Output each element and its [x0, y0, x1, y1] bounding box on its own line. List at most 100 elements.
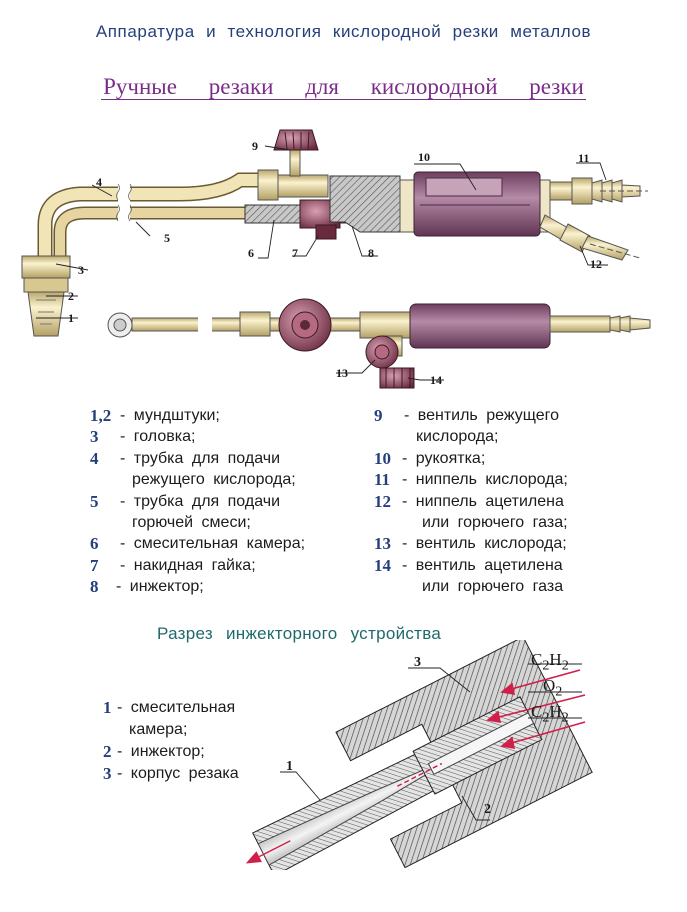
legend-num: 6 — [90, 534, 99, 554]
legend-item: 3 - корпус резака — [103, 763, 239, 785]
section-label-2: 2 — [484, 802, 491, 817]
callout-12: 12 — [590, 257, 602, 271]
legend-num — [90, 512, 132, 533]
gas-label-acetylene-bottom: C2H2 — [531, 702, 569, 726]
mixture-tube-5 — [53, 206, 245, 262]
legend-item: 9 - вентиль режущего — [374, 405, 568, 426]
oxygen-valve-9 — [257, 129, 329, 201]
legend-text: - мундштуки; — [120, 407, 220, 424]
oxygen-nipple-11 — [549, 177, 648, 205]
callout-2: 2 — [68, 289, 74, 303]
legend-text: - головка; — [120, 428, 196, 446]
legend-num: 10 — [374, 448, 391, 468]
legend-num — [374, 512, 422, 533]
section-label-3: 3 — [414, 655, 421, 670]
legend-item: 10 - рукоятка; — [374, 448, 568, 469]
legend-text: - смесительная камера; — [120, 535, 306, 553]
legend-text: или горючего газа; — [422, 514, 568, 532]
injector-section-diagram: 3 1 2 — [245, 640, 593, 870]
legend-num: 12 — [374, 491, 391, 511]
acetylene-nipple-12 — [539, 214, 641, 261]
legend-num: 5 — [90, 491, 99, 511]
gas-arrows — [486, 669, 586, 749]
legend-item: или горючего газа; — [374, 512, 568, 533]
legend-text: - смесительная — [117, 699, 236, 716]
callout-13: 13 — [336, 366, 348, 380]
legend-text: - вентиль режущего — [404, 407, 559, 424]
legend-item: 14 - вентиль ацетилена — [374, 555, 568, 576]
legend-num: 7 — [90, 555, 99, 575]
oxygen-tube-4 — [37, 172, 265, 260]
legend-text: - инжектор; — [116, 578, 204, 596]
legend-text: - вентиль ацетилена — [402, 556, 563, 574]
legend-text: - ниппель кислорода; — [402, 471, 568, 489]
legend-text: - ниппель ацетилена — [402, 492, 564, 510]
subtitle-text: Ручные резаки для кислородной резки — [101, 74, 586, 100]
legend-item: горючей смеси; — [90, 512, 305, 533]
legend-num: 8 — [90, 577, 99, 597]
page-header: Аппаратура и технология кислородной резк… — [95, 22, 592, 41]
acetylene-valve-14 — [379, 367, 415, 389]
legend-num: 9 — [374, 406, 383, 425]
legend-item: режущего кислорода; — [90, 469, 305, 490]
legend-num: 2 — [103, 742, 112, 761]
legend-num: 1,2 — [90, 406, 112, 425]
callout-1: 1 — [68, 311, 74, 325]
gas-label-acetylene-top: C2H2 — [531, 650, 569, 674]
legend-item: 2 - инжектор; — [103, 741, 239, 763]
injector-8 — [329, 175, 401, 233]
section-label-1: 1 — [286, 759, 293, 774]
legend-num: 4 — [90, 448, 99, 468]
legend-item: 6 - смесительная камера; — [90, 533, 305, 554]
callout-3: 3 — [78, 263, 84, 277]
legend-num — [103, 719, 129, 741]
legend-item: камера; — [103, 719, 239, 741]
legend-item: 3 - головка; — [90, 426, 305, 447]
callout-6: 6 — [248, 246, 254, 260]
legend-num — [374, 576, 422, 597]
legend-item: 8 - инжектор; — [90, 576, 305, 597]
gas-label-oxygen: O2 — [543, 676, 563, 700]
legend-item: кислорода; — [374, 426, 568, 447]
section-title: Разрез инжекторного устройства — [157, 624, 442, 643]
legend-num: 3 — [90, 427, 99, 447]
legend-item: 1 - смесительная — [103, 697, 239, 719]
legend-text: - корпус резака — [117, 765, 239, 782]
legend-right: 9 - вентиль режущего кислорода; 10 - рукоя… — [374, 405, 568, 598]
legend-item: 7 - накидная гайка; — [90, 555, 305, 576]
page-subtitle: Ручные резаки для кислородной резки — [0, 74, 687, 100]
legend-num — [374, 426, 416, 447]
callout-9: 9 — [252, 139, 258, 153]
second-torch — [107, 303, 651, 357]
section-legend: 1 - смесительная камера; 2 - инжектор; 3 - … — [103, 697, 239, 785]
legend-num — [90, 469, 132, 490]
legend-text: - трубка для подачи — [120, 492, 281, 510]
legend-item: или горючего газа — [374, 576, 568, 597]
legend-text: - вентиль кислорода; — [402, 535, 567, 553]
callout-8: 8 — [368, 246, 374, 260]
legend-num: 13 — [374, 534, 391, 554]
legend-text: - инжектор; — [117, 743, 205, 760]
oxygen-valve-13 — [278, 298, 399, 369]
legend-item: 1,2 - мундштуки; — [90, 405, 305, 426]
legend-item: 12 - ниппель ацетилена — [374, 491, 568, 512]
legend-text: - накидная гайка; — [120, 556, 256, 574]
legend-num: 14 — [374, 555, 391, 575]
callout-14: 14 — [430, 373, 442, 387]
callout-7: 7 — [292, 246, 298, 260]
legend-text: или горючего газа — [422, 578, 564, 596]
legend-item: 13 - вентиль кислорода; — [374, 533, 568, 554]
legend-text: - рукоятка; — [402, 449, 486, 467]
torch-diagram: 1 2 3 4 5 6 7 8 9 10 11 12 13 14 — [21, 129, 651, 389]
legend-text: кислорода; — [416, 428, 499, 446]
handle-10 — [399, 171, 551, 237]
torch-head-3 — [21, 255, 71, 337]
legend-item: 5 - трубка для подачи — [90, 491, 305, 512]
legend-text: горючей смеси; — [132, 514, 251, 532]
legend-num: 3 — [103, 764, 112, 783]
legend-item: 4 - трубка для подачи — [90, 448, 305, 469]
legend-text: - трубка для подачи — [120, 449, 281, 467]
callout-4: 4 — [96, 175, 102, 189]
callout-5: 5 — [164, 231, 170, 245]
legend-num: 1 — [103, 698, 112, 717]
